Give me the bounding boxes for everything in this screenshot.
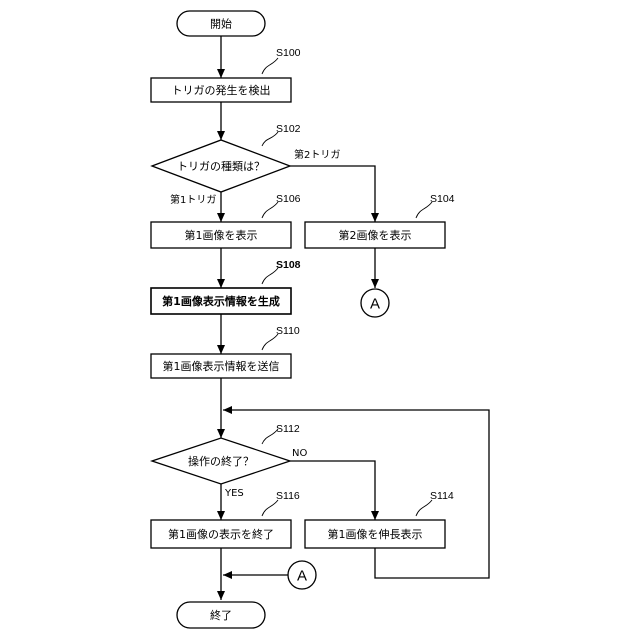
decision-s102: トリガの種類は？ S102 第1トリガ 第2トリガ [152, 123, 340, 206]
process-s114-leader [416, 500, 432, 516]
process-s116-label: 第1画像の表示を終了 [168, 527, 274, 541]
decision-s112-branch-no: NO [292, 448, 307, 459]
process-s114: 第1画像を伸長表示 S114 [305, 490, 454, 548]
process-s104-label: 第2画像を表示 [339, 228, 412, 242]
connector-a-out: A [361, 289, 389, 317]
process-s100: トリガの発生を検出 S100 [151, 47, 301, 102]
process-s114-label: 第1画像を伸長表示 [328, 527, 423, 541]
process-s110-step-id: S110 [276, 325, 300, 337]
decision-s112-label: 操作の終了？ [188, 454, 254, 468]
decision-s112-step-id: S112 [276, 423, 300, 435]
process-s110-label: 第1画像表示情報を送信 [163, 359, 280, 373]
decision-s102-step-id: S102 [276, 123, 301, 135]
process-s108-label: 第1画像表示情報を生成 [162, 294, 280, 308]
process-s104: 第2画像を表示 S104 [305, 193, 455, 248]
connector-a-out-label: A [370, 296, 380, 313]
decision-s102-label: トリガの種類は？ [177, 159, 265, 173]
process-s100-label: トリガの発生を検出 [172, 83, 271, 97]
process-s100-step-id: S100 [276, 47, 301, 59]
edge-s102-s104 [290, 166, 375, 222]
end-terminal-label: 終了 [210, 608, 232, 622]
process-s104-step-id: S104 [430, 193, 455, 205]
process-s108: 第1画像表示情報を生成 S108 [151, 259, 301, 314]
connector-a-in-label: A [297, 568, 307, 585]
start-terminal: 開始 [177, 11, 265, 36]
connector-a-in: A [288, 561, 316, 589]
process-s100-leader [262, 58, 278, 74]
start-terminal-label: 開始 [210, 17, 232, 31]
process-s106-step-id: S106 [276, 193, 301, 205]
process-s114-step-id: S114 [430, 490, 454, 502]
process-s110: 第1画像表示情報を送信 S110 [151, 325, 300, 378]
process-s106-label: 第1画像を表示 [185, 228, 258, 242]
process-s116-leader [262, 500, 278, 516]
process-s108-step-id: S108 [276, 259, 301, 271]
end-terminal: 終了 [177, 602, 265, 628]
decision-s102-branch-first: 第1トリガ [170, 193, 216, 206]
decision-s112-branch-yes: YES [224, 488, 244, 499]
decision-s102-branch-second: 第2トリガ [294, 148, 340, 161]
edge-s112-s114 [290, 461, 375, 520]
decision-s112: 操作の終了？ S112 YES NO [152, 423, 307, 499]
process-s116-step-id: S116 [276, 490, 300, 502]
